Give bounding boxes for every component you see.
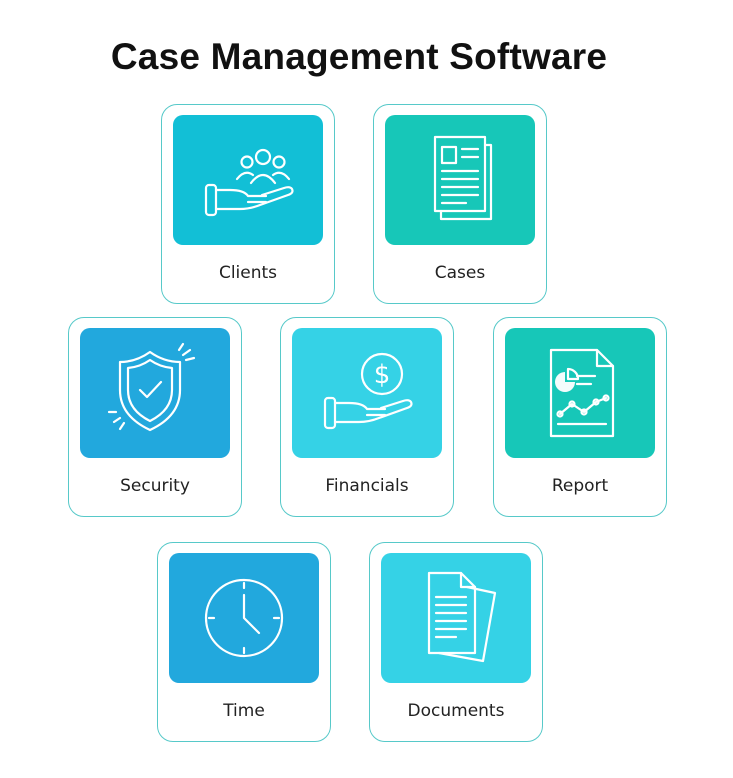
tile-documents	[381, 553, 531, 683]
card-label: Financials	[325, 476, 409, 496]
dollar-sign: $	[374, 360, 391, 390]
card-clients[interactable]: Clients	[161, 104, 335, 304]
tile-time	[169, 553, 319, 683]
clock-icon	[204, 578, 284, 658]
card-financials[interactable]: $ Financials	[280, 317, 454, 517]
page-title: Case Management Software	[110, 36, 608, 77]
documents-icon	[427, 571, 497, 663]
report-chart-icon	[549, 348, 615, 438]
tile-report	[505, 328, 655, 458]
card-label: Clients	[218, 263, 278, 283]
tile-cases	[385, 115, 535, 245]
card-label: Report	[551, 476, 609, 496]
card-documents[interactable]: Documents	[369, 542, 543, 742]
card-security[interactable]: Security	[68, 317, 242, 517]
shield-check-icon	[107, 342, 196, 432]
card-report[interactable]: Report	[493, 317, 667, 517]
card-time[interactable]: Time	[157, 542, 331, 742]
hand-holding-dollar-icon: $	[323, 352, 413, 430]
hand-holding-people-icon	[204, 148, 294, 217]
tile-clients	[173, 115, 323, 245]
tile-security	[80, 328, 230, 458]
case-document-icon	[433, 135, 493, 221]
card-label: Security	[120, 476, 190, 496]
card-label: Time	[223, 701, 265, 721]
tile-financials: $	[292, 328, 442, 458]
card-label: Cases	[434, 263, 486, 283]
card-label: Documents	[407, 701, 505, 721]
card-cases[interactable]: Cases	[373, 104, 547, 304]
